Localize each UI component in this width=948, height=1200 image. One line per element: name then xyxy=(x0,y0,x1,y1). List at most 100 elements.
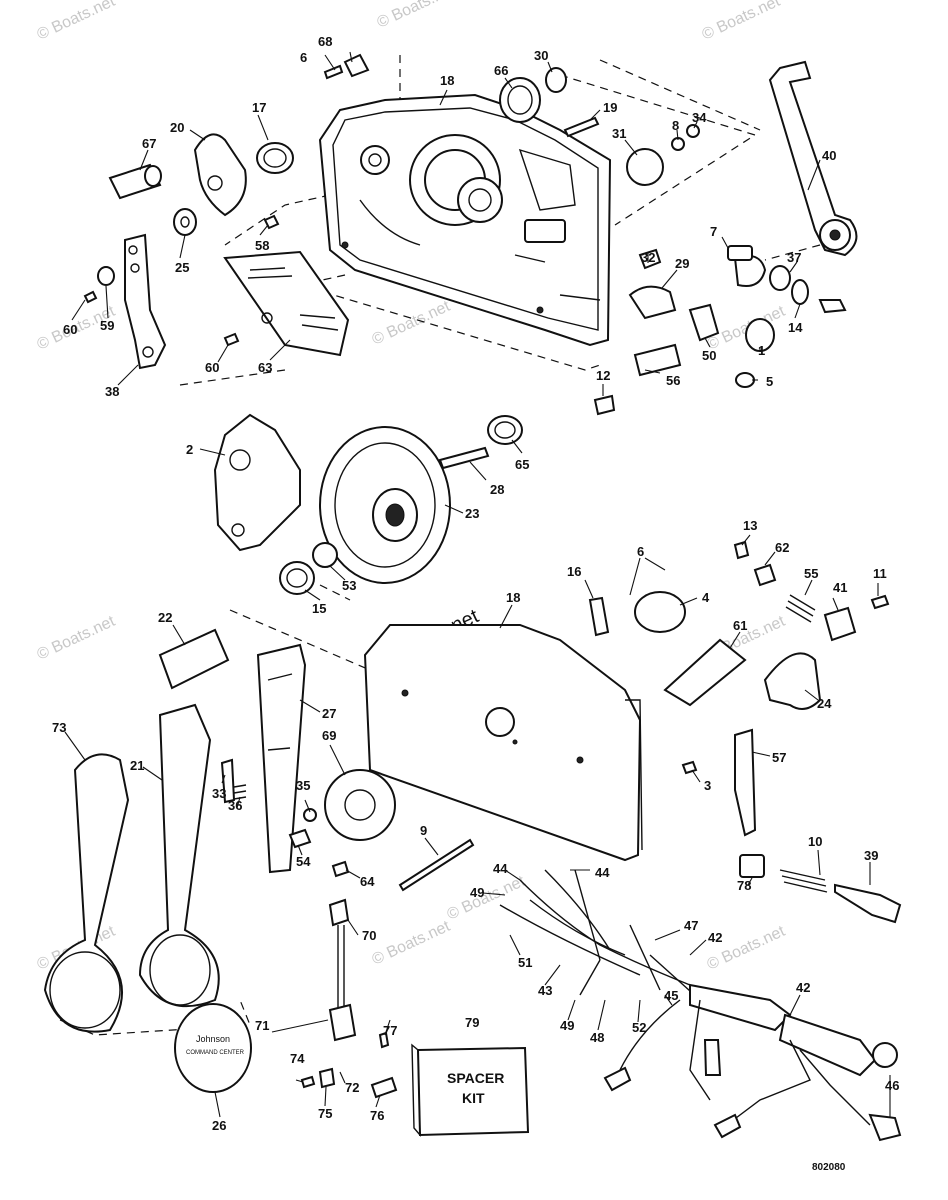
throttle-arm xyxy=(768,60,858,257)
callout: 26 xyxy=(212,1118,226,1133)
callout: 39 xyxy=(864,848,878,863)
callout: 67 xyxy=(142,136,156,151)
callout: 44 xyxy=(493,861,508,876)
callout: 49 xyxy=(470,885,484,900)
callout: 23 xyxy=(465,506,479,521)
callout: 59 xyxy=(100,318,114,333)
callout: 35 xyxy=(296,778,310,793)
callout: 19 xyxy=(603,100,617,115)
upper-housing xyxy=(318,93,612,347)
callout: 64 xyxy=(360,874,375,889)
callout: 9 xyxy=(420,823,427,838)
callout: 21 xyxy=(130,758,144,773)
callout: 72 xyxy=(345,1080,359,1095)
callout: 74 xyxy=(290,1051,305,1066)
callout: 27 xyxy=(322,706,336,721)
callout: 45 xyxy=(664,988,678,1003)
watermark: © Boats.net xyxy=(370,298,454,349)
callout: 10 xyxy=(808,834,822,849)
callout: 60 xyxy=(205,360,219,375)
lower-housing xyxy=(363,624,643,862)
callout: 76 xyxy=(370,1108,384,1123)
callout: 3 xyxy=(704,778,711,793)
callout: 61 xyxy=(733,618,747,633)
johnson-badge: Johnson COMMAND CENTER xyxy=(174,1003,252,1093)
callout: 6 xyxy=(300,50,307,65)
callout: 56 xyxy=(666,373,680,388)
callout: 66 xyxy=(494,63,508,78)
callout: 79 xyxy=(465,1015,479,1030)
callout: 38 xyxy=(105,384,119,399)
callout: 30 xyxy=(534,48,548,63)
callout: 24 xyxy=(817,696,832,711)
shift-gear-assembly xyxy=(213,413,523,595)
watermark: © Boats.net xyxy=(35,613,119,664)
callout: 53 xyxy=(342,578,356,593)
callout: 49 xyxy=(560,1018,574,1033)
callout: 68 xyxy=(318,34,332,49)
callout: 12 xyxy=(596,368,610,383)
callout: 44 xyxy=(595,865,610,880)
watermark: © Boats.net xyxy=(445,873,529,924)
watermark: © Boats.net xyxy=(700,0,784,44)
callout: 17 xyxy=(252,100,266,115)
callout: 78 xyxy=(737,878,751,893)
callout: 58 xyxy=(255,238,269,253)
switch-parts xyxy=(593,245,847,416)
link-arm xyxy=(83,233,167,370)
callout: 47 xyxy=(684,918,698,933)
warning-decal xyxy=(223,250,350,357)
right-lower-parts xyxy=(588,540,902,924)
callout: 1 xyxy=(758,343,765,358)
callout: 22 xyxy=(158,610,172,625)
callout: 31 xyxy=(612,126,626,141)
callout: 50 xyxy=(702,348,716,363)
callout: 16 xyxy=(567,564,581,579)
callout: 43 xyxy=(538,983,552,998)
callout: 57 xyxy=(772,750,786,765)
callout: 7 xyxy=(710,224,717,239)
watermark: © Boats.net xyxy=(370,918,454,969)
callout: 70 xyxy=(362,928,376,943)
callout: 41 xyxy=(833,580,847,595)
callout: 48 xyxy=(590,1030,604,1045)
callout: 33 xyxy=(212,786,226,801)
badge-subtitle: COMMAND CENTER xyxy=(186,1050,245,1056)
watermark: © Boats.net xyxy=(35,0,119,44)
callout: 60 xyxy=(63,322,77,337)
callout: 14 xyxy=(788,320,803,335)
callout: 77 xyxy=(383,1023,397,1038)
callout: 65 xyxy=(515,457,529,472)
callout: 42 xyxy=(708,930,722,945)
callout: 42 xyxy=(796,980,810,995)
wiring-harness xyxy=(499,869,902,1142)
badge-brand: Johnson xyxy=(196,1034,230,1044)
callout: 37 xyxy=(787,250,801,265)
callout: 63 xyxy=(258,360,272,375)
callout: 8 xyxy=(672,118,679,133)
callout: 15 xyxy=(312,601,326,616)
callout: 36 xyxy=(228,798,242,813)
callout: 46 xyxy=(885,1078,899,1093)
callout: 2 xyxy=(186,442,193,457)
watermark: © Boats.net xyxy=(375,0,459,32)
callout: 34 xyxy=(692,110,707,125)
callout: 5 xyxy=(766,374,773,389)
callout: 73 xyxy=(52,720,66,735)
spacer-kit-line1: SPACER xyxy=(447,1070,504,1086)
leader-lines xyxy=(64,51,891,1118)
drawing-number: 802080 xyxy=(812,1162,846,1173)
callout: 28 xyxy=(490,482,504,497)
callout: 4 xyxy=(702,590,710,605)
spacer-kit-line2: KIT xyxy=(462,1090,485,1106)
lower-small-parts xyxy=(300,898,398,1099)
callout: 32 xyxy=(641,250,655,265)
callout: 18 xyxy=(506,590,520,605)
callout: 62 xyxy=(775,540,789,555)
callout: 55 xyxy=(804,566,818,581)
center-small-parts xyxy=(220,758,475,892)
callout: 75 xyxy=(318,1106,332,1121)
callout: 54 xyxy=(296,854,311,869)
